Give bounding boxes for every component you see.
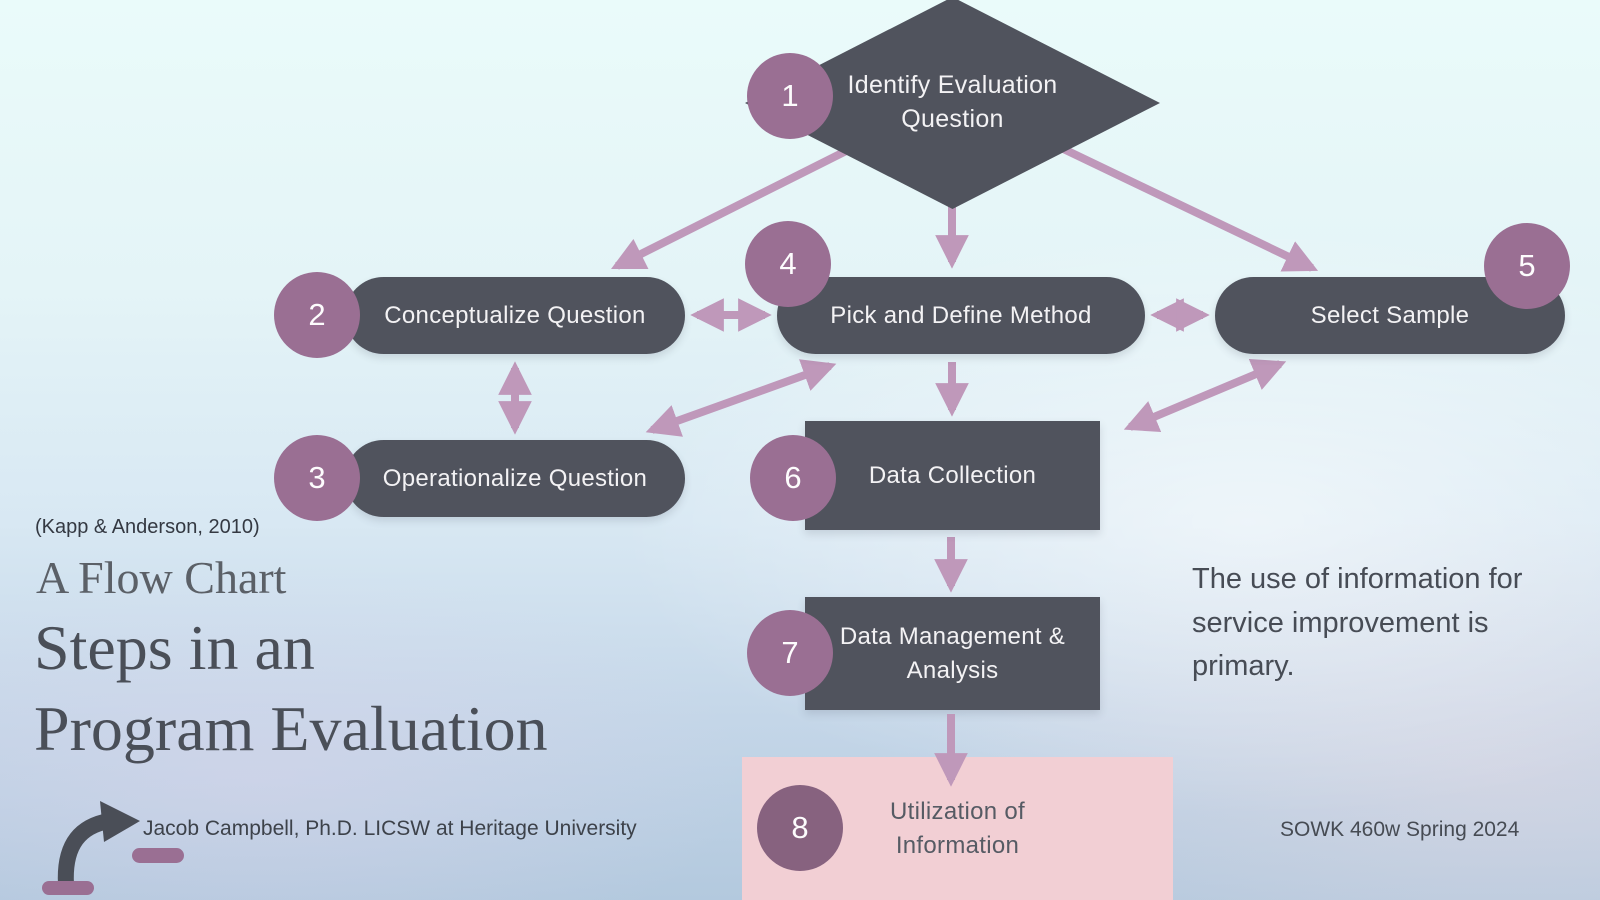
step-badge-7: 7 (747, 610, 833, 696)
arrow-datacollection-sample-twoway (1123, 358, 1287, 433)
flow-step-conceptualize-question: Conceptualize Question (345, 277, 685, 354)
arrow-identify-to-sample (1049, 139, 1319, 272)
arrow-operationalize-method-twoway (645, 359, 837, 437)
flow-step-data-collection: Data Collection (805, 421, 1100, 530)
page-title-line1: Steps in an (34, 612, 315, 683)
step-badge-6: 6 (750, 435, 836, 521)
step-label: Data Collection (868, 461, 1037, 489)
step-badge-8: 8 (757, 785, 843, 871)
step-label: Identify Evaluation Question (847, 71, 1058, 133)
step-badge-4: 4 (745, 221, 831, 307)
citation: (Kapp & Anderson, 2010) (35, 516, 260, 538)
step-badge-2: 2 (274, 272, 360, 358)
flow-step-operationalize-question: Operationalize Question (345, 440, 685, 517)
flow-step-pick-and-define-method: Pick and Define Method (777, 277, 1145, 354)
step-label: Data Management & Analysis (839, 622, 1066, 684)
flow-step-data-management-analysis: Data Management & Analysis (805, 597, 1100, 710)
page-title: Steps in an Program Evaluation (34, 608, 548, 769)
author-credit: Jacob Campbell, Ph.D. LICSW at Heritage … (143, 817, 637, 840)
page-title-line2: Program Evaluation (34, 692, 548, 764)
course-label: SOWK 460w Spring 2024 (1280, 818, 1520, 841)
step-badge-3: 3 (274, 435, 360, 521)
key-message: The use of information for service impro… (1192, 563, 1523, 682)
step-badge-1: 1 (747, 53, 833, 139)
step-label: Select Sample (1310, 301, 1470, 329)
step-label: Utilization of Information (890, 797, 1025, 859)
subtitle-kicker: A Flow Chart (36, 552, 287, 603)
step-badge-5: 5 (1484, 223, 1570, 309)
step-label: Conceptualize Question (384, 301, 646, 329)
curved-arrow-icon (42, 801, 184, 895)
step-label: Pick and Define Method (830, 301, 1092, 329)
step-label: Operationalize Question (382, 464, 648, 492)
